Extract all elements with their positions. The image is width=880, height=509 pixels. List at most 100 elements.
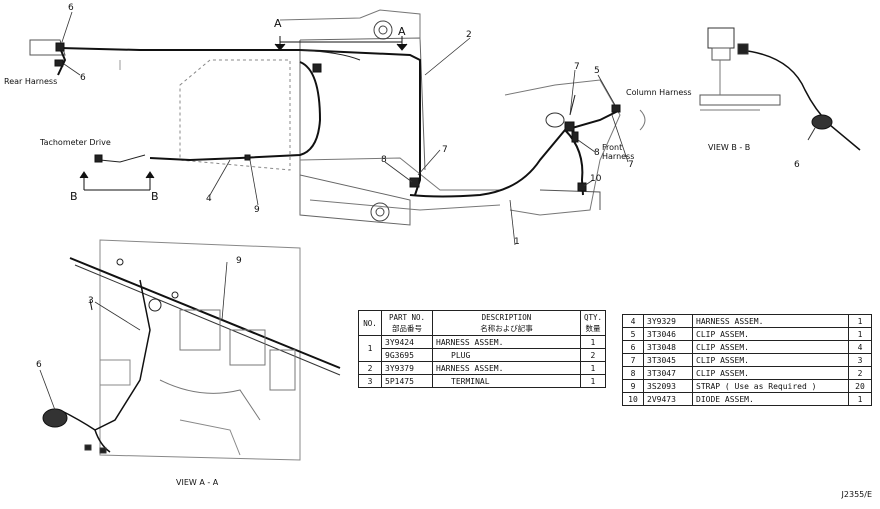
callout-10: 10 bbox=[590, 174, 602, 184]
front-harness-label-2: Harness bbox=[602, 152, 635, 161]
row-desc: HARNESS ASSEM. bbox=[432, 361, 581, 375]
col-part-no-en: PART NO. bbox=[388, 313, 426, 322]
table-row: 6 3T3048 CLIP ASSEM. 4 bbox=[622, 340, 872, 354]
row-part: 2V9473 bbox=[643, 392, 693, 406]
row-no: 3 bbox=[358, 374, 382, 388]
row-part: 3S2093 bbox=[643, 379, 693, 393]
harness-lines bbox=[57, 47, 621, 198]
row-desc: DIODE ASSEM. bbox=[692, 392, 849, 406]
col-part-no: PART NO. 部品番号 bbox=[381, 310, 433, 336]
view-a-drawing bbox=[39, 239, 341, 461]
callout-8-mid: 8 bbox=[381, 155, 387, 165]
table-row: 9 3S2093 STRAP ( Use as Required ) 20 bbox=[622, 379, 872, 393]
callout-3: 3 bbox=[88, 296, 94, 306]
tachometer-drive-label: Tachometer Drive bbox=[40, 138, 111, 147]
table-row: 4 3Y9329 HARNESS ASSEM. 1 bbox=[622, 314, 872, 328]
row-qty: 3 bbox=[848, 353, 872, 367]
section-b-right: B bbox=[151, 190, 159, 203]
col-qty-en: QTY. bbox=[583, 313, 602, 322]
col-no: NO. bbox=[358, 310, 382, 336]
callout-7-right: 7 bbox=[628, 160, 634, 170]
row-no: 8 bbox=[622, 366, 644, 380]
row-qty: 1 bbox=[579, 361, 607, 375]
row-desc: CLIP ASSEM. bbox=[692, 327, 849, 341]
view-a-label: VIEW A - A bbox=[176, 478, 219, 487]
table-row: 3 5P1475 TERMINAL 1 bbox=[358, 374, 607, 388]
section-a-marker bbox=[274, 36, 408, 51]
callout-6-rear: 6 bbox=[80, 73, 86, 83]
table-row: 1 3Y9424 HARNESS ASSEM. 1 bbox=[358, 335, 607, 362]
col-part-no-jp: 部品番号 bbox=[392, 324, 422, 333]
row-qty: 1 bbox=[579, 374, 607, 388]
callout-4: 4 bbox=[206, 194, 212, 204]
row-no: 2 bbox=[358, 361, 382, 375]
front-harness-label-1: Front bbox=[602, 143, 623, 152]
main-frame-outline bbox=[29, 9, 501, 226]
row-part: 9G3695 bbox=[381, 348, 433, 362]
row-part: 3Y9329 bbox=[643, 314, 693, 328]
callout-2: 2 bbox=[466, 30, 472, 40]
col-desc-en: DESCRIPTION bbox=[481, 313, 532, 322]
row-desc: PLUG bbox=[432, 348, 581, 362]
row-qty: 1 bbox=[848, 327, 872, 341]
connectors bbox=[54, 42, 621, 192]
row-part: 3Y9379 bbox=[381, 361, 433, 375]
console-outline bbox=[504, 79, 646, 216]
row-part: 3T3045 bbox=[643, 353, 693, 367]
row-qty: 4 bbox=[848, 340, 872, 354]
row-desc: TERMINAL bbox=[432, 374, 581, 388]
row-qty: 1 bbox=[579, 335, 607, 349]
table-row: 10 2V9473 DIODE ASSEM. 1 bbox=[622, 392, 872, 406]
table-row: 7 3T3045 CLIP ASSEM. 3 bbox=[622, 353, 872, 367]
row-qty: 2 bbox=[848, 366, 872, 380]
table-row: 5 3T3046 CLIP ASSEM. 1 bbox=[622, 327, 872, 341]
section-b-left: B bbox=[70, 190, 78, 203]
row-qty: 1 bbox=[848, 314, 872, 328]
row-qty: 20 bbox=[848, 379, 872, 393]
callout-7-upper: 7 bbox=[574, 62, 580, 72]
row-no: 6 bbox=[622, 340, 644, 354]
callout-9-top: 9 bbox=[254, 205, 260, 215]
row-desc: CLIP ASSEM. bbox=[692, 366, 849, 380]
section-a-right: A bbox=[398, 25, 406, 38]
row-no: 4 bbox=[622, 314, 644, 328]
view-b-label: VIEW B - B bbox=[708, 143, 751, 152]
row-no: 1 bbox=[358, 335, 382, 362]
col-qty-jp: 数量 bbox=[585, 324, 601, 333]
row-desc: CLIP ASSEM. bbox=[692, 353, 849, 367]
callout-5: 5 bbox=[594, 66, 600, 76]
leader-lines bbox=[61, 11, 629, 246]
col-qty: QTY. 数量 bbox=[579, 310, 607, 336]
section-b-marker bbox=[79, 171, 155, 191]
row-part: 3Y9424 bbox=[381, 335, 433, 349]
table-row: 2 3Y9379 HARNESS ASSEM. 1 bbox=[358, 361, 607, 375]
row-no: 9 bbox=[622, 379, 644, 393]
row-no: 10 bbox=[622, 392, 644, 406]
row-no: 5 bbox=[622, 327, 644, 341]
callout-1: 1 bbox=[514, 237, 520, 247]
callout-6-top: 6 bbox=[68, 3, 74, 13]
table-header-row: NO. PART NO. 部品番号 DESCRIPTION 名称および記事 QT… bbox=[358, 310, 607, 336]
callout-6-view-a: 6 bbox=[36, 360, 42, 370]
parts-table-2: 4 3Y9329 HARNESS ASSEM. 1 5 3T3046 CLIP … bbox=[622, 314, 872, 406]
row-qty: 1 bbox=[848, 392, 872, 406]
column-harness-label: Column Harness bbox=[626, 88, 692, 97]
callout-9-view-a: 9 bbox=[236, 256, 242, 266]
table-row: 9G3695 PLUG 2 bbox=[359, 348, 607, 362]
row-desc: CLIP ASSEM. bbox=[692, 340, 849, 354]
document-id: J2355/E bbox=[841, 490, 872, 499]
row-part: 5P1475 bbox=[381, 374, 433, 388]
row-qty: 2 bbox=[579, 348, 607, 362]
col-description: DESCRIPTION 名称および記事 bbox=[432, 310, 581, 336]
callout-6-view-b: 6 bbox=[794, 160, 800, 170]
row-part: 3T3048 bbox=[643, 340, 693, 354]
view-b-drawing bbox=[699, 27, 861, 151]
row-desc: HARNESS ASSEM. bbox=[432, 335, 581, 349]
row-desc: STRAP ( Use as Required ) bbox=[692, 379, 849, 393]
table-row: 8 3T3047 CLIP ASSEM. 2 bbox=[622, 366, 872, 380]
row-no: 7 bbox=[622, 353, 644, 367]
callout-8-right: 8 bbox=[594, 148, 600, 158]
harness-branches bbox=[99, 49, 576, 163]
row-part: 3T3047 bbox=[643, 366, 693, 380]
